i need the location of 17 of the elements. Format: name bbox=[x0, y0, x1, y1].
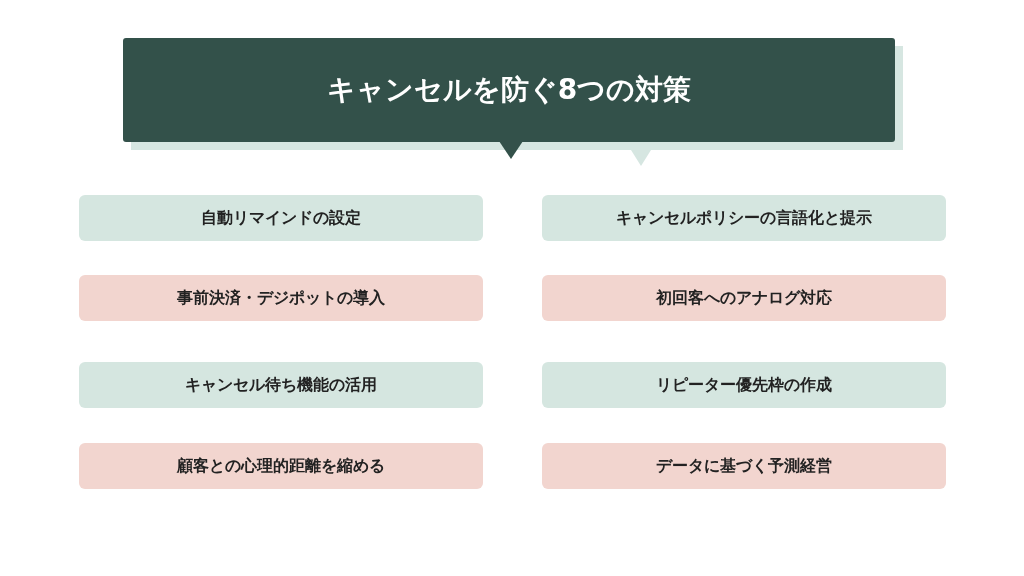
item-text: 初回客へのアナログ対応 bbox=[656, 287, 832, 309]
item-text: リピーター優先枠の作成 bbox=[656, 374, 832, 396]
item-text: キャンセル待ち機能の活用 bbox=[185, 374, 377, 396]
item-box bbox=[542, 275, 946, 321]
item-box bbox=[79, 362, 483, 408]
item-text: 事前決済・デジポットの導入 bbox=[177, 287, 385, 309]
item-text: キャンセルポリシーの言語化と提示 bbox=[616, 207, 872, 229]
item-box bbox=[542, 195, 946, 241]
item-text: データに基づく予測経営 bbox=[656, 455, 832, 477]
title-text: キャンセルを防ぐ8つの対策 bbox=[326, 72, 692, 108]
item-box bbox=[79, 195, 483, 241]
item-box bbox=[79, 275, 483, 321]
item-text: 自動リマインドの設定 bbox=[201, 207, 361, 229]
item-box bbox=[542, 443, 946, 489]
item-box bbox=[79, 443, 483, 489]
item-text: 顧客との心理的距離を縮める bbox=[177, 455, 385, 477]
item-box bbox=[542, 362, 946, 408]
